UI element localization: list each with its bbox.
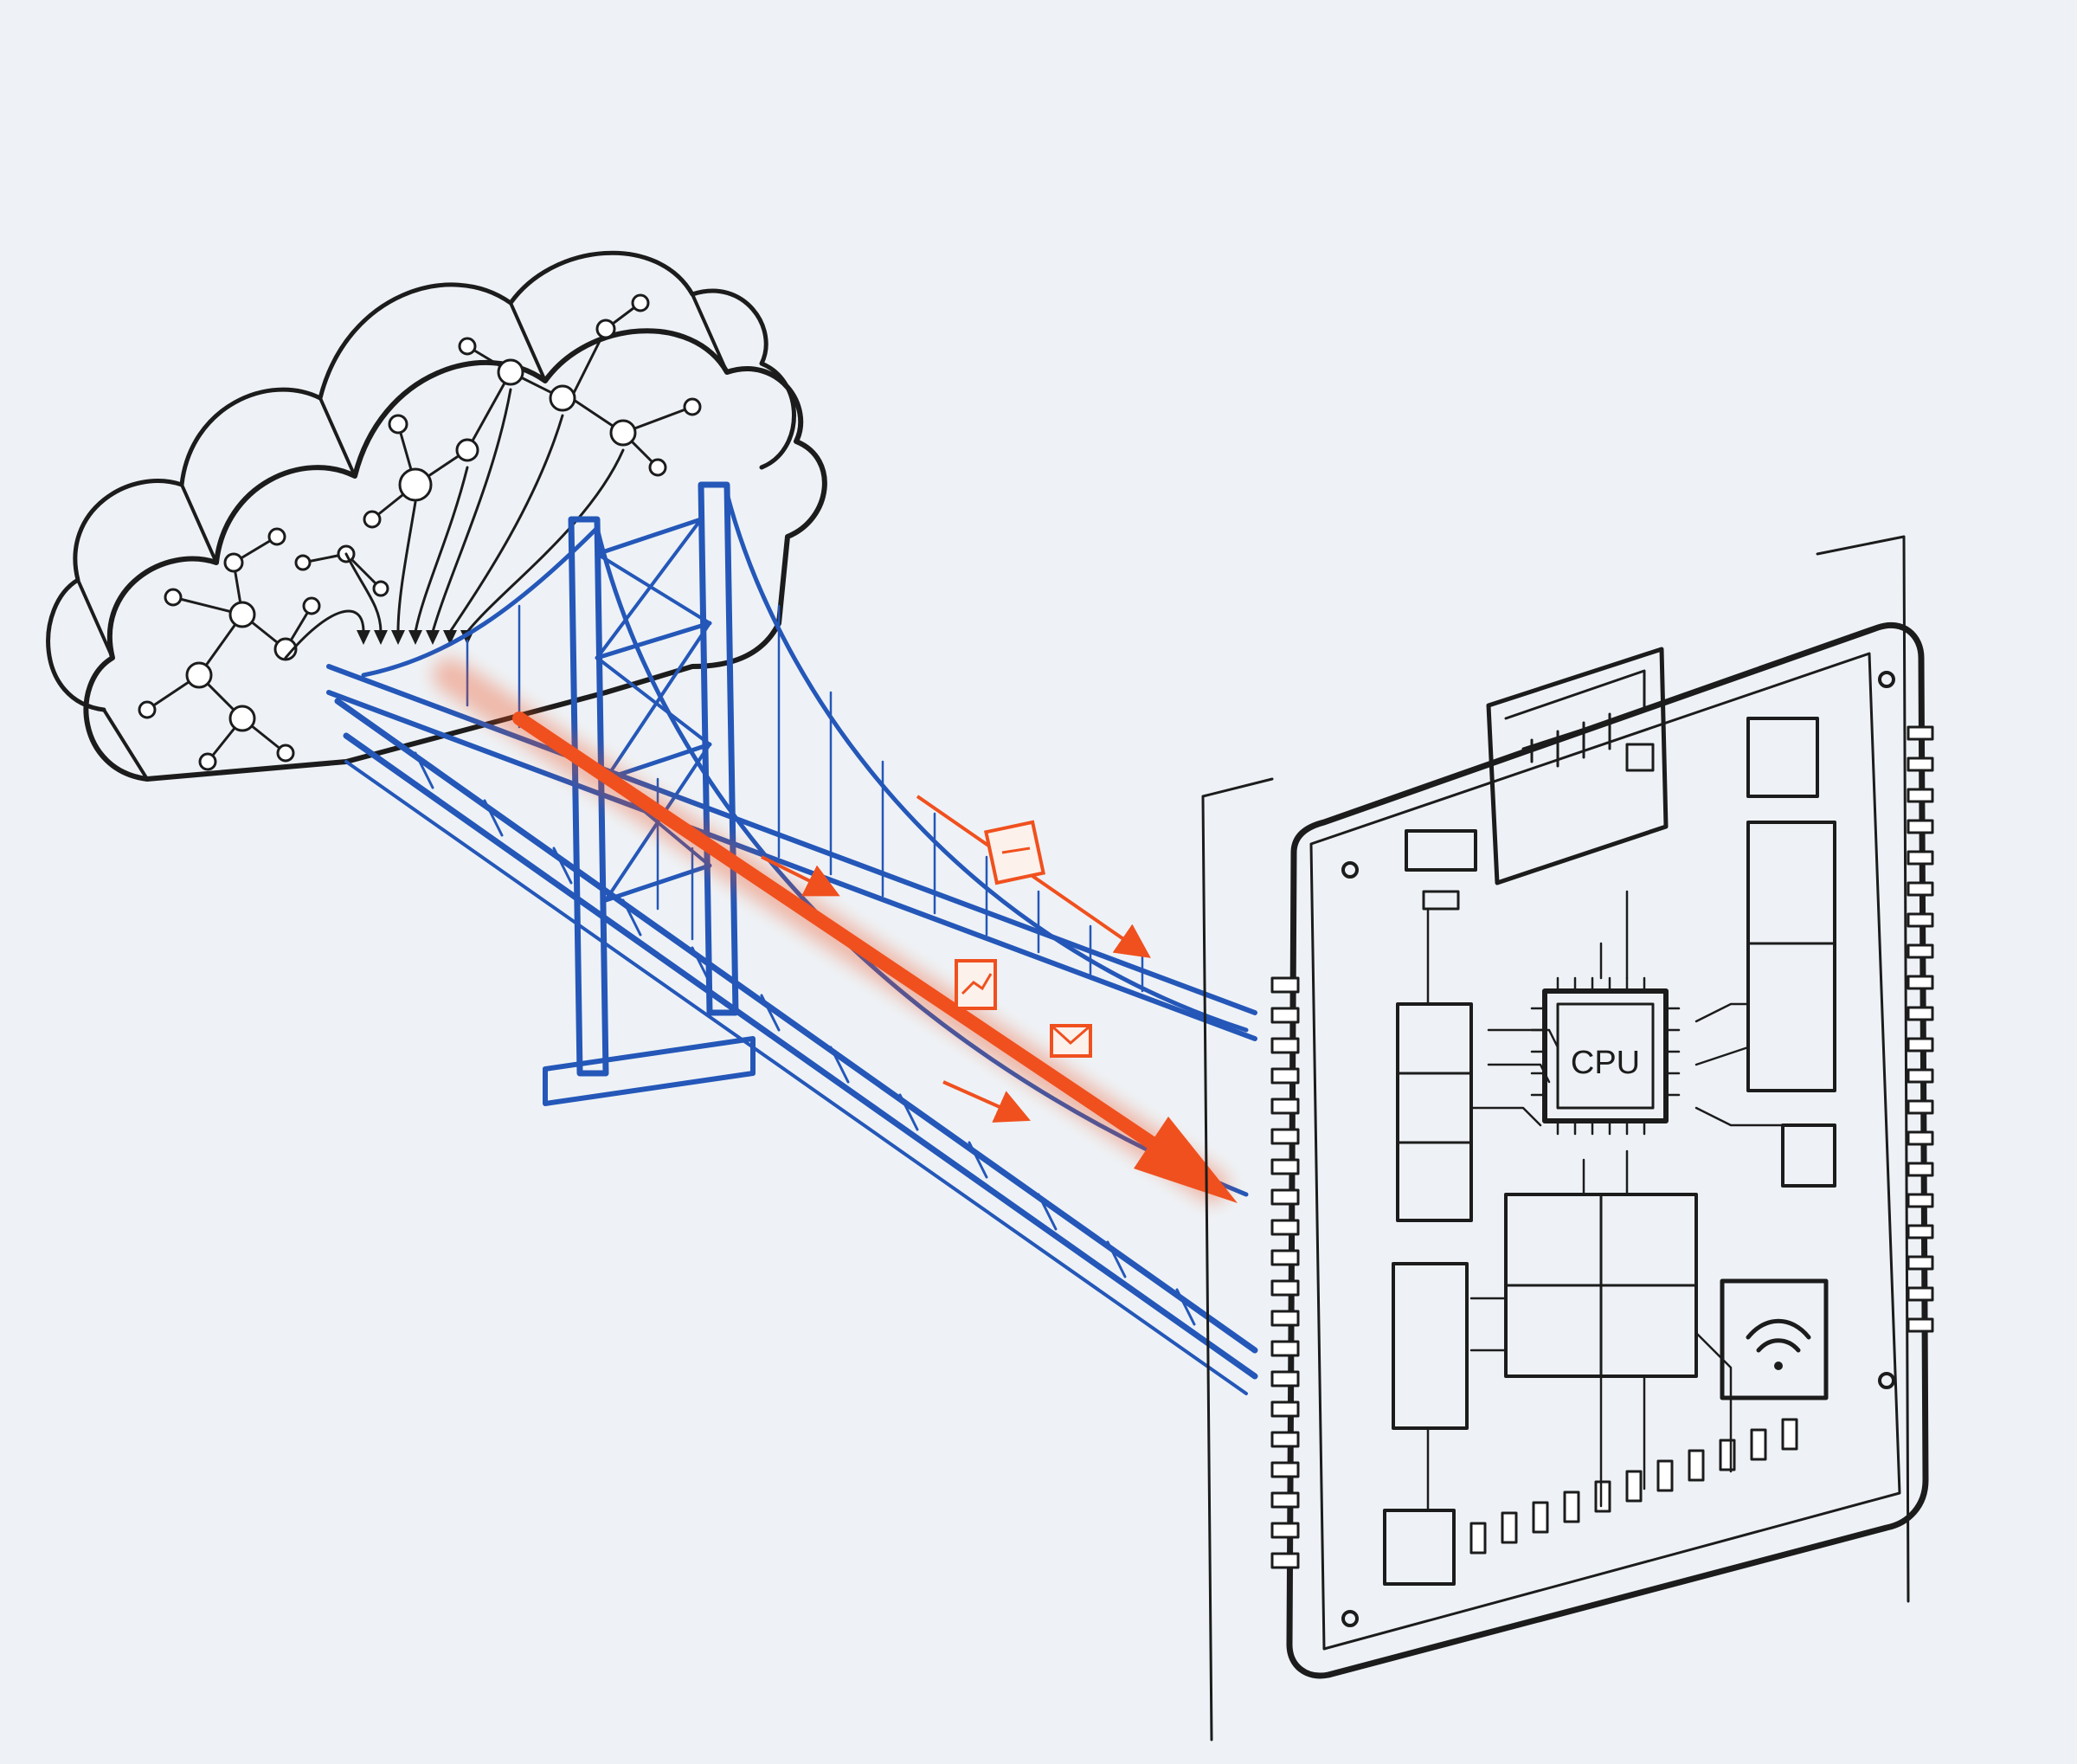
pin	[1270, 1188, 1300, 1206]
data-flow-arrows	[433, 658, 1238, 1203]
pin	[1270, 1037, 1300, 1054]
cloud-network-icon	[46, 250, 827, 782]
pin	[1907, 1037, 1934, 1053]
pin	[1907, 788, 1934, 803]
pin	[1781, 1418, 1798, 1451]
pin	[1270, 1431, 1300, 1448]
pin	[1270, 976, 1300, 994]
pin	[1469, 1522, 1487, 1555]
pin	[1907, 1224, 1934, 1239]
pin	[1688, 1449, 1705, 1482]
pin	[1907, 1255, 1934, 1271]
pin	[1907, 912, 1934, 928]
suspension-bridge-icon	[326, 481, 1258, 1395]
pin	[1270, 1007, 1300, 1024]
pin	[1270, 1310, 1300, 1327]
circuit-board-icon: CPU	[1201, 535, 1934, 1741]
pin	[1625, 1470, 1643, 1503]
pin	[1270, 1400, 1300, 1418]
file-icon	[983, 820, 1045, 885]
pin	[1750, 1428, 1767, 1461]
cpu-label: CPU	[1571, 1045, 1640, 1081]
pin	[1270, 1522, 1300, 1539]
pin	[1270, 1552, 1300, 1569]
pin	[1563, 1490, 1580, 1523]
pin	[1270, 1370, 1300, 1387]
pin	[1270, 1461, 1300, 1478]
pin	[1270, 1340, 1300, 1357]
pin	[1907, 881, 1934, 897]
pin	[1270, 1491, 1300, 1509]
pin	[1907, 850, 1934, 866]
wifi-icon	[1720, 1278, 1829, 1400]
pin	[1907, 819, 1934, 834]
envelope-icon	[1050, 1024, 1092, 1058]
pin	[1719, 1439, 1736, 1471]
pin	[1270, 1279, 1300, 1297]
pin	[1907, 943, 1934, 959]
pin	[1907, 1162, 1934, 1177]
pin	[1907, 1193, 1934, 1208]
pin	[1907, 725, 1934, 741]
cpu-chip-icon: CPU	[1530, 976, 1681, 1136]
pin	[1907, 1068, 1934, 1084]
pin	[1594, 1480, 1611, 1513]
pin	[1501, 1511, 1518, 1544]
pin	[1270, 1158, 1300, 1175]
pin	[1907, 975, 1934, 990]
pin	[1270, 1067, 1300, 1085]
pin	[1656, 1459, 1674, 1492]
pin	[1907, 1099, 1934, 1115]
pin	[1907, 1006, 1934, 1021]
pin	[1907, 1130, 1934, 1146]
pin	[1270, 1098, 1300, 1115]
pin	[1907, 756, 1934, 772]
pin	[1270, 1128, 1300, 1145]
pin	[1532, 1501, 1549, 1534]
pin	[1907, 1286, 1934, 1302]
chart-icon	[955, 959, 997, 1010]
pin	[1270, 1219, 1300, 1236]
pin	[1907, 1317, 1934, 1333]
pin	[1270, 1249, 1300, 1266]
